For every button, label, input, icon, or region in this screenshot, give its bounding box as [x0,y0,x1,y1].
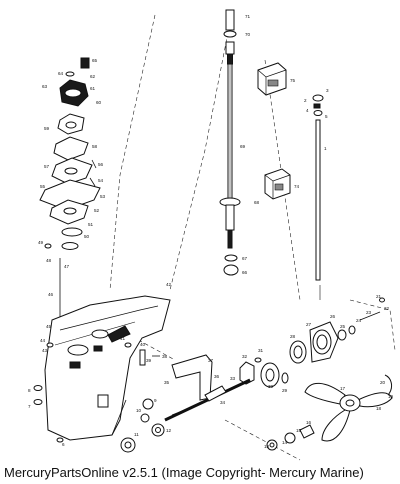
callout-26: 26 [330,314,336,319]
callout-50: 50 [84,234,90,239]
callout-57: 57 [44,164,50,169]
callout-55: 55 [40,184,46,189]
callout-19: 19 [388,394,394,399]
callout-34: 34 [220,400,226,405]
callout-47: 47 [64,264,70,269]
callout-4: 4 [306,108,309,113]
water-tube-assembly [312,94,324,300]
bearing-carrier [289,297,385,364]
callout-68: 68 [254,200,260,205]
propeller [266,374,393,451]
callout-63: 63 [42,84,48,89]
callout-40: 40 [140,342,146,347]
image-caption: MercuryPartsOnline v2.5.1 (Image Copyrig… [4,465,364,480]
callout-69: 69 [240,144,246,149]
callout-16: 16 [306,420,312,425]
callout-39: 39 [146,358,152,363]
callout-64: 64 [58,71,64,76]
callout-11: 11 [134,432,139,437]
callout-15: 15 [296,428,302,433]
callout-36: 36 [214,374,220,379]
callout-2: 2 [304,98,307,103]
callout-30: 30 [268,384,274,389]
drive-shaft-assembly [219,9,241,276]
callout-56: 56 [98,162,104,167]
exploded-parts-diagram: 71 70 69 75 2 3 4 5 1 65 64 63 62 61 60 … [28,9,396,461]
callout-29: 29 [282,388,288,393]
gear-housing [33,295,171,443]
callout-42: 42 [166,282,172,287]
callout-51: 51 [88,222,94,227]
callout-33: 33 [230,376,236,381]
pinion-gear-group [171,354,289,401]
callout-43: 43 [42,348,48,353]
callout-13: 13 [264,444,270,449]
water-pump-stack [39,57,101,329]
callout-74: 74 [294,184,300,189]
callout-10: 10 [136,408,142,413]
callout-labels: 71 70 69 75 2 3 4 5 1 65 64 63 62 61 60 … [28,14,394,449]
callout-52: 52 [94,208,100,213]
callout-49: 49 [38,240,44,245]
callout-60: 60 [96,100,102,105]
propeller-shaft [120,378,251,453]
callout-12: 12 [166,428,172,433]
callout-7: 7 [28,404,31,409]
callout-5: 5 [325,114,328,119]
callout-1: 1 [324,146,327,151]
callout-22: 22 [384,306,390,311]
callout-9: 9 [154,398,157,403]
callout-65: 65 [92,58,98,63]
callout-27: 27 [306,322,312,327]
callout-6: 6 [62,442,65,447]
callout-3: 3 [326,88,329,93]
callout-54: 54 [98,178,104,183]
callout-48: 48 [46,258,52,263]
callout-45: 45 [46,324,52,329]
seal-kit-box [264,168,291,200]
callout-46: 46 [48,292,54,297]
callout-38: 38 [162,354,168,359]
callout-14: 14 [282,440,288,445]
assembly-guide-lines [109,11,396,461]
callout-31: 31 [258,348,264,353]
callout-59: 59 [44,126,50,131]
callout-20: 20 [380,380,386,385]
callout-24: 24 [356,318,362,323]
callout-17: 17 [340,386,346,391]
callout-23: 23 [366,310,372,315]
callout-21: 21 [376,294,382,299]
callout-37: 37 [208,358,214,363]
callout-28: 28 [290,334,296,339]
callout-75: 75 [290,78,296,83]
callout-44: 44 [40,338,46,343]
callout-70: 70 [245,32,251,37]
callout-53: 53 [100,194,106,199]
callout-25: 25 [340,324,346,329]
callout-58: 58 [92,144,98,149]
callout-66: 66 [242,270,248,275]
callout-41: 41 [120,336,126,341]
callout-18: 18 [376,406,382,411]
callout-61: 61 [90,86,96,91]
callout-62: 62 [90,74,96,79]
gasket-kit-box [257,62,287,96]
callout-8: 8 [28,388,31,393]
callout-32: 32 [242,354,248,359]
callout-67: 67 [242,256,248,261]
callout-71: 71 [245,14,251,19]
callout-35: 35 [164,380,170,385]
